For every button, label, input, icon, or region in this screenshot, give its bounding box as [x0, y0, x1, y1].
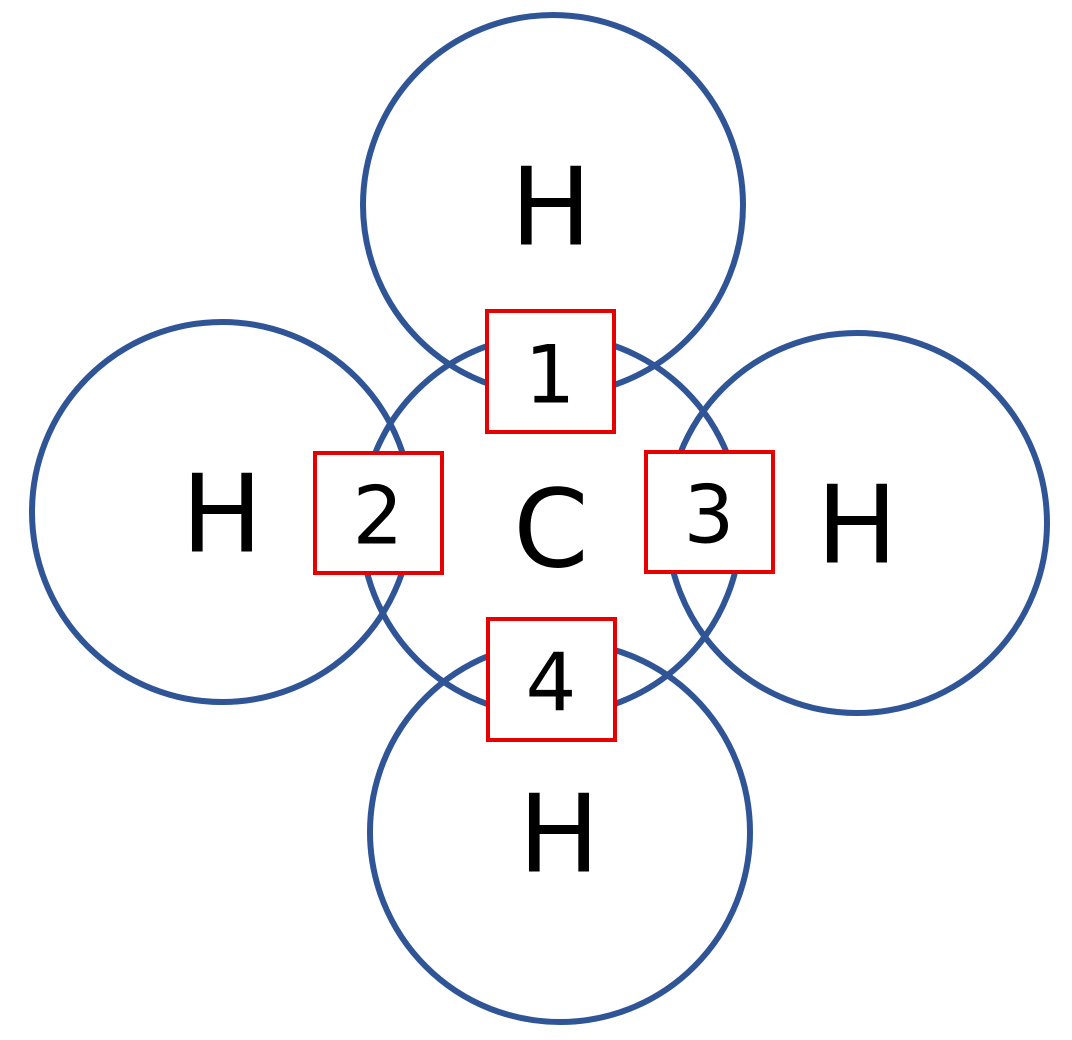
hydrogen-right-label: H	[816, 464, 897, 589]
slot-box-1-label: 1	[525, 329, 576, 422]
slot-box-4: 4	[486, 617, 617, 742]
hydrogen-top-label: H	[510, 146, 591, 271]
hydrogen-left-label: H	[181, 453, 262, 578]
slot-box-2: 2	[313, 451, 444, 575]
carbon-label: C	[513, 468, 588, 593]
slot-box-4-label: 4	[526, 637, 577, 730]
slot-box-2-label: 2	[353, 470, 404, 563]
slot-box-3-frame	[644, 450, 775, 574]
slot-box-4-frame	[486, 617, 617, 742]
slot-box-3-label: 3	[684, 469, 735, 562]
slot-box-3: 3	[644, 450, 775, 574]
hydrogen-bottom-label: H	[518, 773, 599, 898]
slot-box-1: 1	[485, 309, 616, 434]
slot-box-1-frame	[485, 309, 616, 434]
slot-box-2-frame	[313, 451, 444, 575]
